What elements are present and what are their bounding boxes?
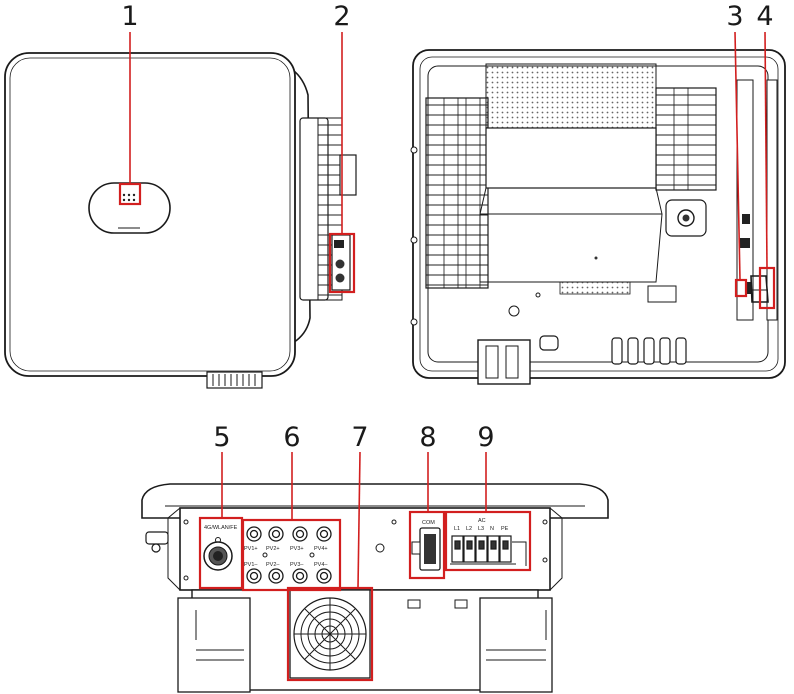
callout-numbers: 1 2 3 4 5 6 7 8 9 <box>121 1 773 453</box>
pv-label-1-plus: PV1+ <box>244 546 258 552</box>
highlight-9 <box>444 510 532 572</box>
pv-label-2-minus: PV2– <box>266 562 280 568</box>
ac-label: AC <box>478 518 486 524</box>
ac-terminal-block <box>451 535 512 563</box>
callout-1: 1 <box>121 1 138 32</box>
pv-label-1-minus: PV1– <box>244 562 258 568</box>
callout-5: 5 <box>213 422 230 453</box>
ac-terminal-l1: L1 <box>454 526 460 532</box>
leader-lines <box>129 31 768 589</box>
callout-2: 2 <box>333 1 350 32</box>
ac-terminal-n: N <box>490 526 494 532</box>
com-port-label: COM <box>422 520 435 526</box>
highlight-3 <box>734 278 748 298</box>
pv-label-3-minus: PV3– <box>290 562 304 568</box>
highlight-7 <box>286 586 374 682</box>
callout-3: 3 <box>726 1 743 32</box>
callout-4: 4 <box>756 1 773 32</box>
cooling-fan <box>289 589 371 679</box>
pv-label-2-plus: PV2+ <box>266 546 280 552</box>
pv-connectors: PV1+ PV2+ PV3+ PV4+ PV1– PV2– PV3– PV4– <box>244 526 332 584</box>
bottom-view: 4G/WLAN/FE PV1+ PV2+ PV3+ PV4+ PV1– <box>141 483 609 693</box>
pv-label-4-plus: PV4+ <box>314 546 328 552</box>
callout-9: 9 <box>477 422 494 453</box>
callout-6: 6 <box>283 422 300 453</box>
rear-view <box>410 49 786 385</box>
front-view <box>4 52 357 389</box>
ac-terminal-l3: L3 <box>478 526 484 532</box>
pv-label-3-plus: PV3+ <box>290 546 304 552</box>
pv-label-4-minus: PV4– <box>314 562 328 568</box>
ac-terminal-l2: L2 <box>466 526 472 532</box>
highlight-8 <box>408 510 446 580</box>
callout-8: 8 <box>419 422 436 453</box>
ac-terminal-pe: PE <box>501 526 509 532</box>
antenna-port-label: 4G/WLAN/FE <box>204 525 238 531</box>
callout-7: 7 <box>351 422 368 453</box>
